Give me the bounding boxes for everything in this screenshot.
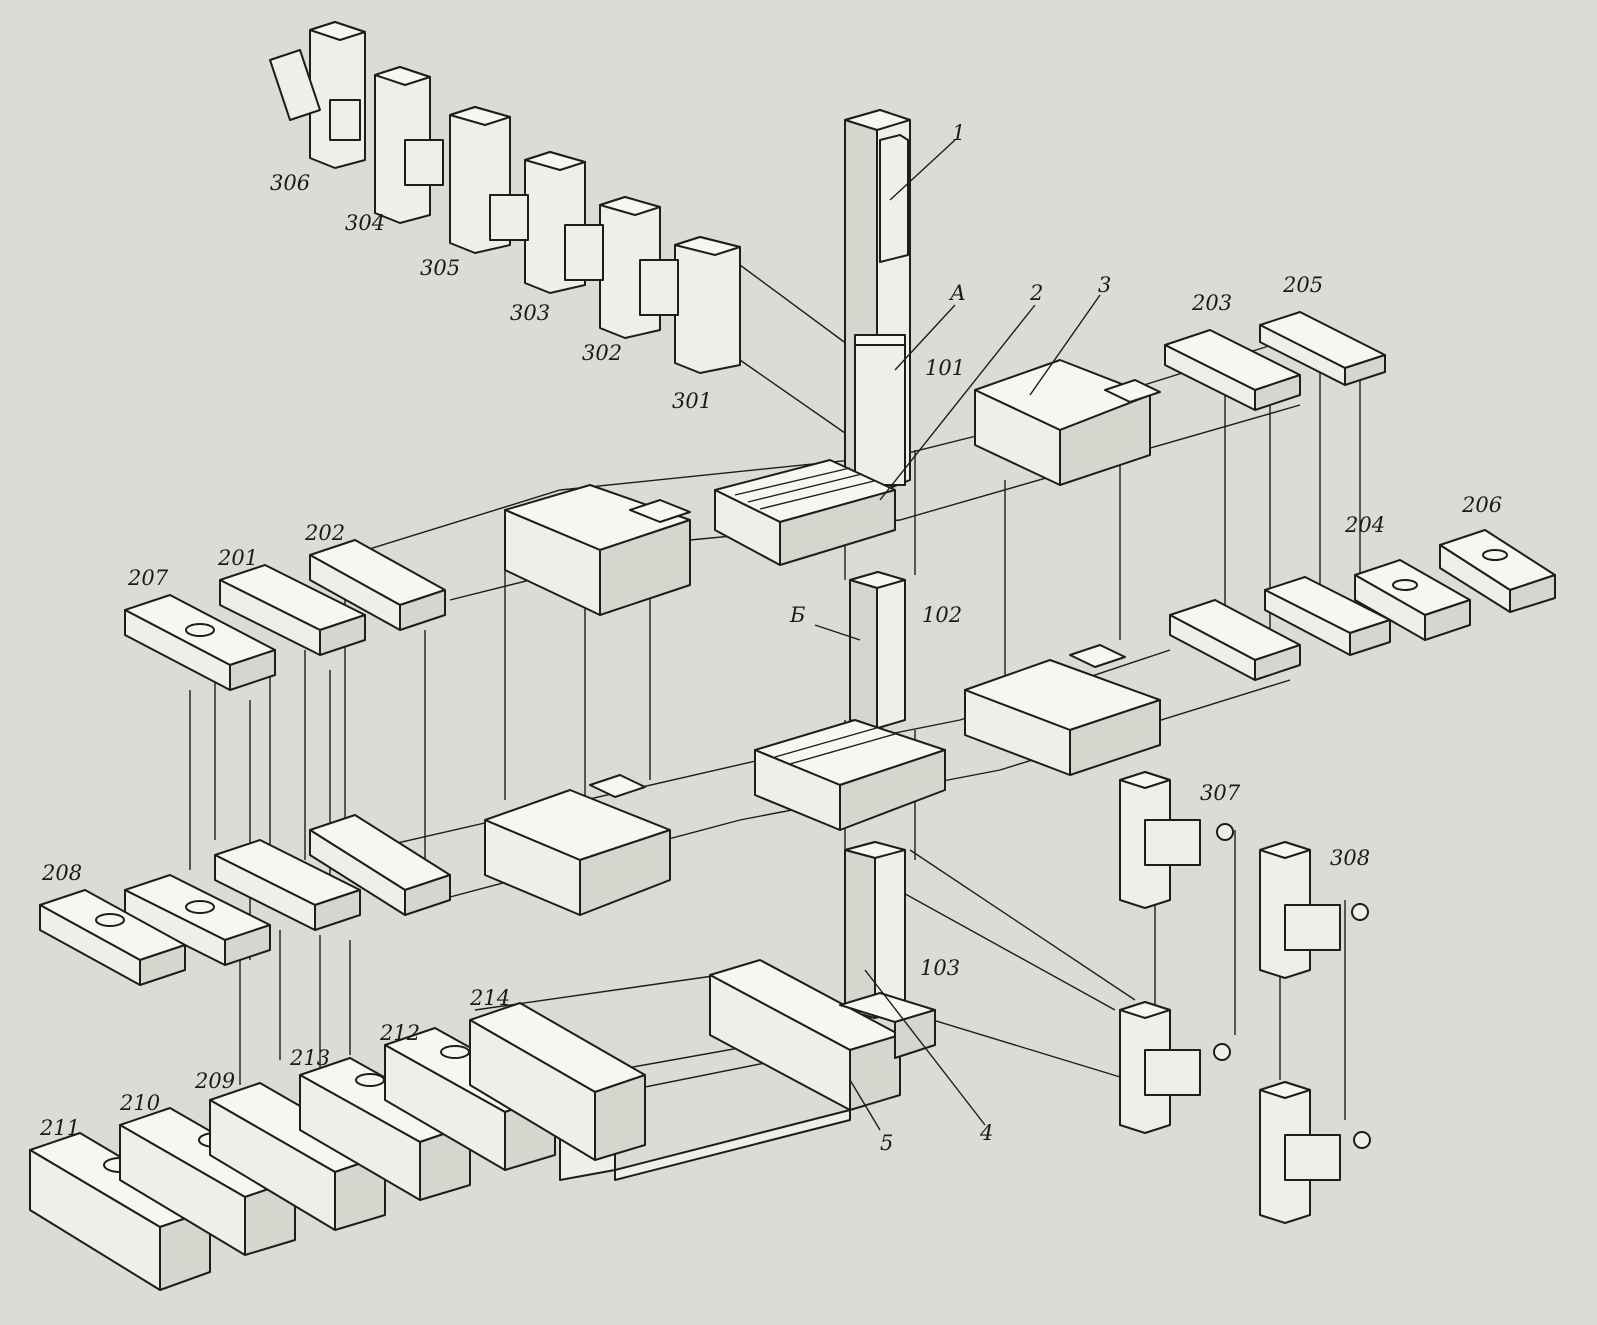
label-209: 209 [194,1069,235,1093]
carriage-3 [974,359,1161,486]
label-102: 102 [922,603,962,627]
slide-208 [39,889,186,986]
label-A: А [948,281,966,305]
label-4: 4 [979,1121,993,1145]
slide-middle-left-a [214,839,361,931]
label-212: 212 [379,1021,420,1045]
carriage-middle-right [964,644,1161,776]
label-202: 202 [304,521,345,545]
label-2: 2 [1029,281,1043,305]
label-307: 307 [1200,781,1241,805]
slide-202 [309,539,446,631]
label-302: 302 [582,341,622,365]
label-210: 210 [119,1091,160,1115]
slide-middle-left-c [124,874,271,966]
power-head-308-upper [1259,841,1369,979]
label-304: 304 [345,211,385,235]
label-206: 206 [1461,493,1502,517]
label-207: 207 [127,566,169,590]
column-101 [844,109,911,493]
slide-middle-right-b [1264,576,1391,656]
label-5: 5 [880,1131,893,1155]
slide-207 [124,594,276,691]
power-head-306 [269,21,366,169]
label-211: 211 [39,1116,80,1140]
label-3: 3 [1098,273,1111,297]
carriage-upper-left [504,484,691,616]
label-204: 204 [1344,513,1385,537]
label-305: 305 [420,256,460,280]
label-201: 201 [217,546,258,570]
slide-206 [1439,529,1556,613]
power-head-308-lower [1259,1081,1371,1224]
middle-table [754,719,946,831]
column-102 [849,571,906,729]
label-306: 306 [270,171,310,195]
slide-201 [219,564,366,656]
label-308: 308 [1330,846,1370,870]
power-head-304 [329,66,431,224]
power-head-307-upper [1119,771,1234,909]
slide-203 [1164,329,1301,411]
slide-middle-left-b [309,814,451,916]
label-205: 205 [1282,273,1323,297]
label-208: 208 [41,861,82,885]
slide-middle-right-a [1169,599,1301,681]
label-303: 303 [510,301,550,325]
label-214: 214 [469,986,510,1010]
leader-lines [814,139,1101,1131]
slide-205 [1259,311,1386,386]
label-B: Б [789,603,805,627]
slide-214 [469,1002,646,1161]
upper-table-2 [714,459,896,566]
label-101: 101 [925,356,965,380]
label-103: 103 [920,956,960,980]
carriage-middle-left [484,774,671,916]
label-203: 203 [1191,291,1232,315]
label-213: 213 [289,1046,330,1070]
label-1: 1 [952,121,965,145]
label-301: 301 [672,389,712,413]
part-labels: 1 А 101 2 3 203 205 204 206 306 304 305 … [39,121,1502,1155]
power-head-301 [639,236,741,374]
power-head-307-lower [1119,1001,1231,1134]
column-103 [844,841,906,1019]
slide-204 [1354,559,1471,641]
